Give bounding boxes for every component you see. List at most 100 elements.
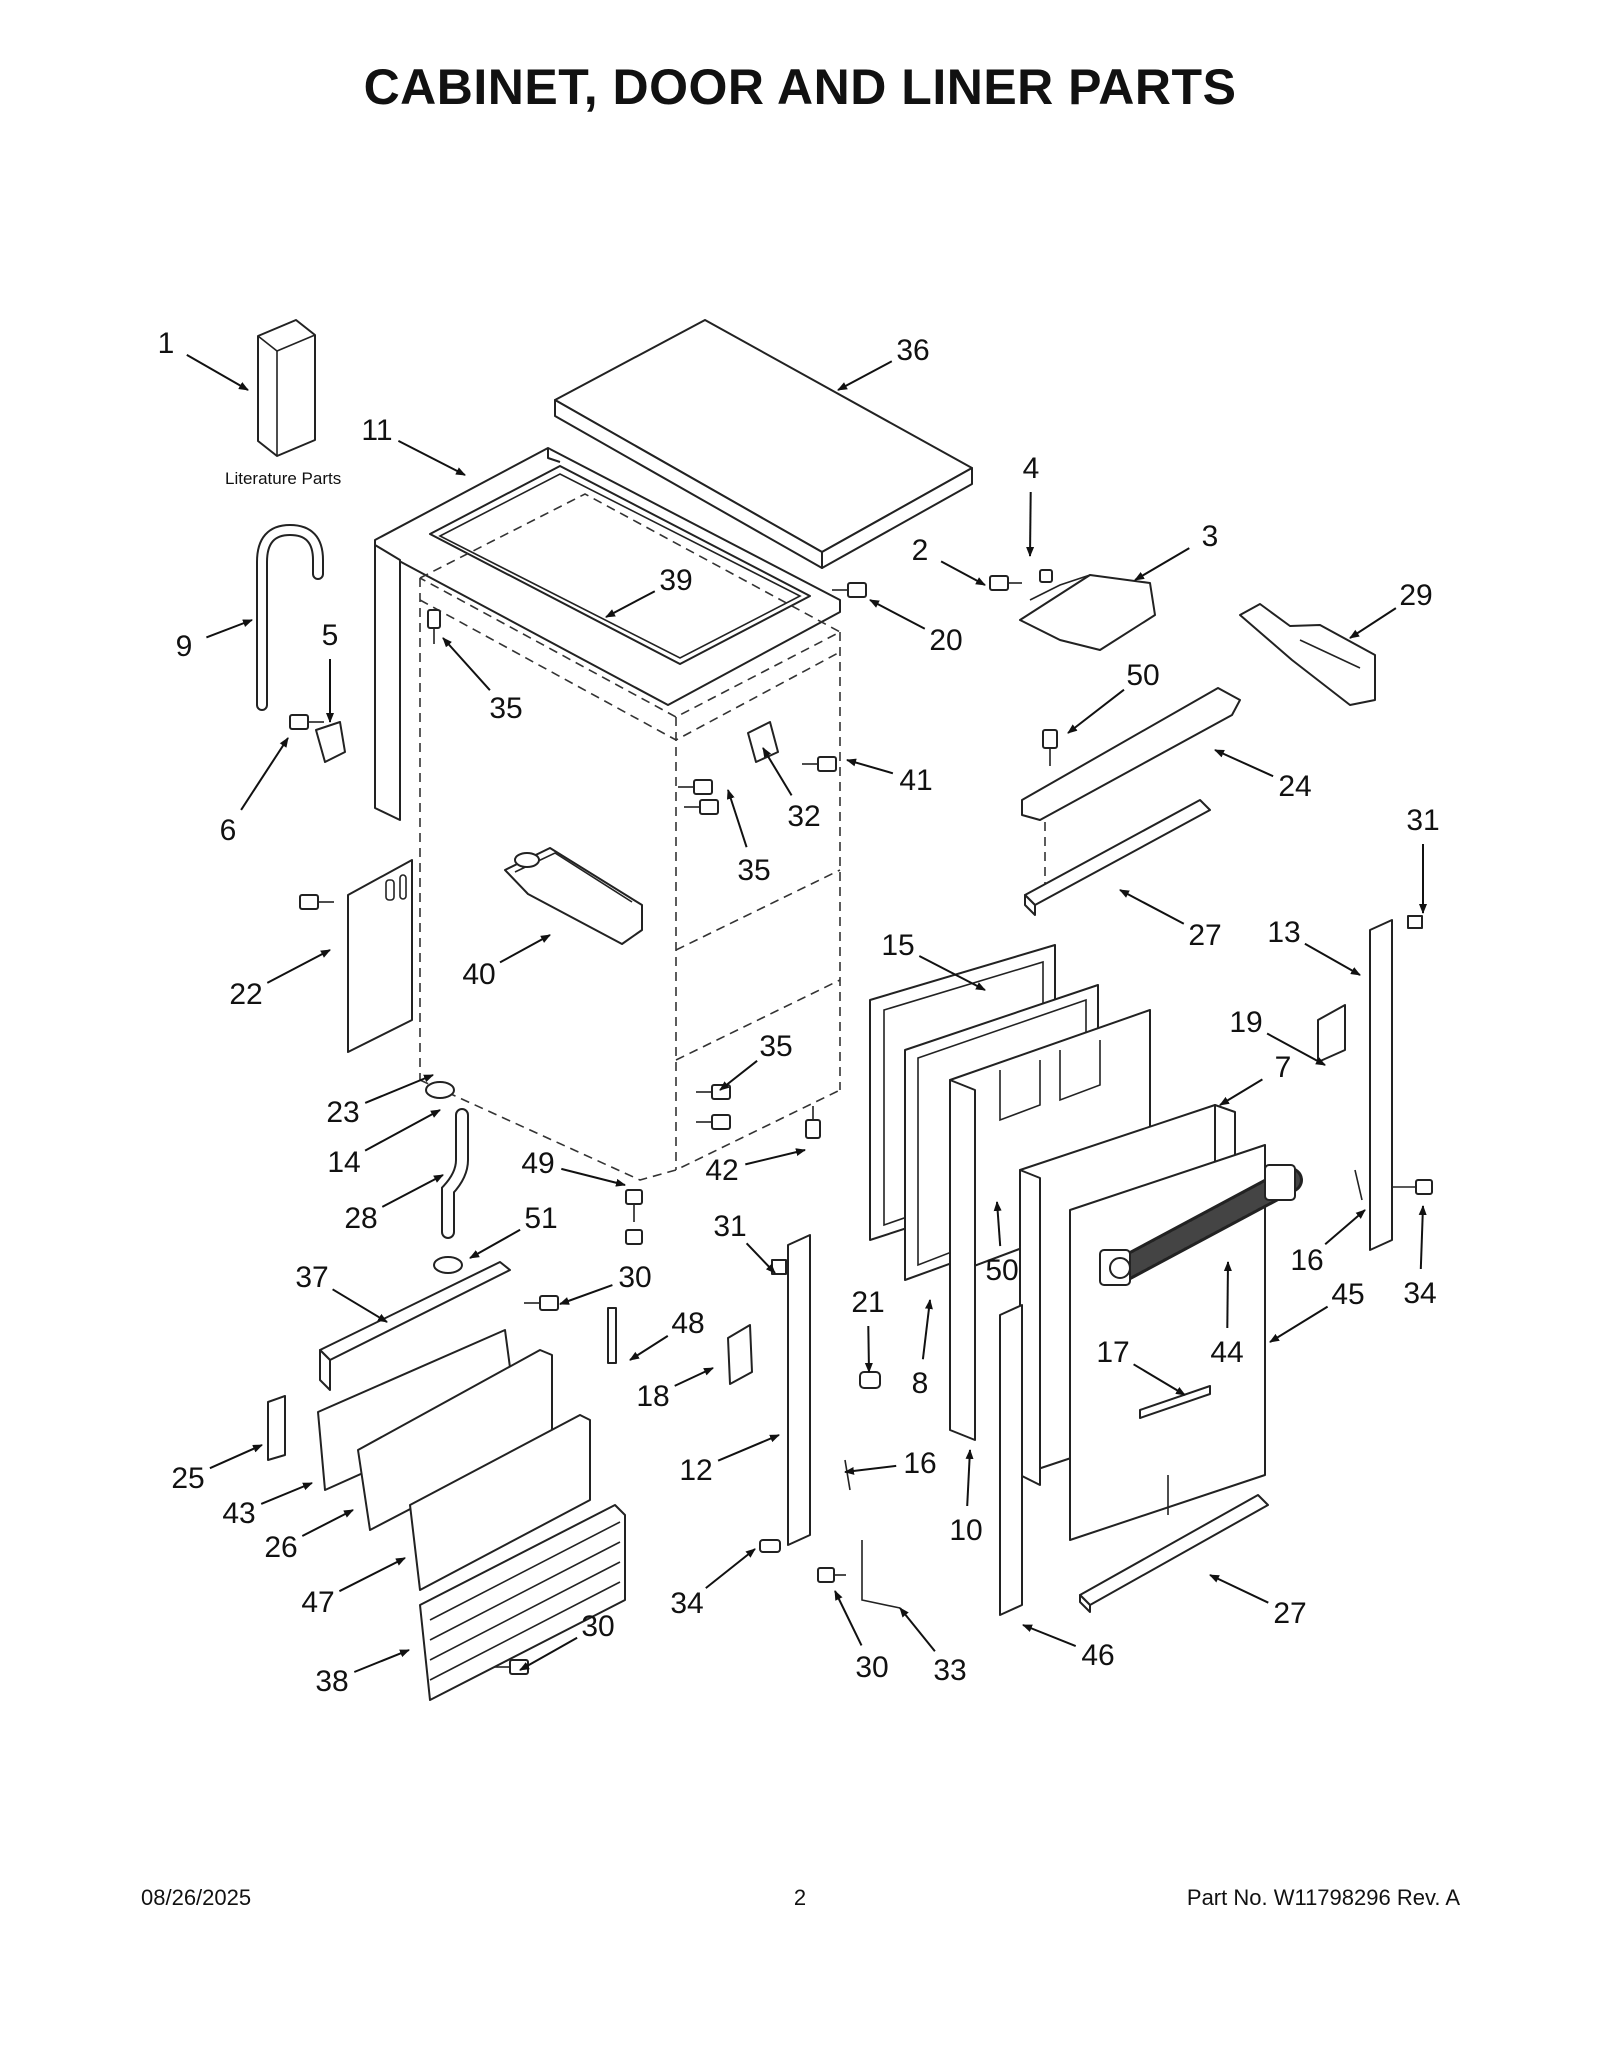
bottom-bracket-33 [861, 1540, 901, 1609]
clip-25 [267, 1395, 286, 1461]
callout-number: 30 [581, 1610, 614, 1643]
ice-scoop [1239, 603, 1376, 706]
callout-leader-arrow [993, 1201, 1002, 1247]
hose-clamp-upper [425, 1081, 455, 1099]
pin-34 [759, 1539, 781, 1553]
callout-leader-arrow [1026, 491, 1035, 557]
callout-leader-arrow [561, 1167, 626, 1187]
callout-number: 14 [327, 1146, 360, 1179]
callout-number: 46 [1081, 1639, 1114, 1672]
callout-number: 31 [1406, 804, 1439, 837]
footer-page-number: 2 [793, 1885, 807, 1910]
callout-leader-arrow [629, 1335, 669, 1361]
callout-number: 1 [158, 327, 175, 360]
callout-number: 34 [670, 1587, 703, 1620]
hose-clamp-lower [433, 1256, 463, 1274]
callout-leader-arrow [1269, 1305, 1329, 1343]
cabinet-top-panel [554, 319, 973, 569]
callout-number: 22 [229, 978, 262, 1011]
callout-leader-arrow [397, 440, 466, 476]
drain-hose [441, 1108, 469, 1239]
callout-leader-arrow [674, 1367, 714, 1387]
callout-number: 51 [524, 1202, 557, 1235]
callout-leader-arrow [209, 1444, 263, 1470]
callout-leader-arrow [726, 789, 748, 848]
callout-leader-arrow [442, 637, 491, 691]
callout-leader-arrow [364, 1074, 434, 1104]
callout-leader-arrow [260, 1482, 313, 1505]
callout-leader-arrow [1223, 1261, 1232, 1329]
door-side-strip [999, 1304, 1023, 1616]
callout-leader-arrow [899, 1607, 936, 1652]
callout-number: 39 [659, 564, 692, 597]
callout-number: 40 [462, 958, 495, 991]
cabinet-liner-box [419, 493, 842, 1181]
front-base-bracket [319, 1261, 511, 1391]
callout-leader-arrow [1304, 942, 1361, 976]
callout-leader-arrow [834, 1590, 863, 1646]
callout-number: 5 [322, 619, 339, 652]
callout-leader-arrow [499, 934, 551, 964]
callout-number: 27 [1188, 919, 1221, 952]
door-handle [1099, 1164, 1303, 1286]
callout-number: 20 [929, 624, 962, 657]
callout-number: 16 [1290, 1244, 1323, 1277]
callout-number: 6 [220, 814, 237, 847]
callout-number: 49 [521, 1147, 554, 1180]
callout-number: 9 [176, 630, 193, 663]
callout-leader-arrow [869, 599, 926, 630]
right-bracket [1317, 1004, 1346, 1063]
spring [859, 1371, 881, 1389]
callout-leader-arrow [364, 1109, 441, 1152]
callout-leader-arrow [186, 354, 249, 391]
callout-leader-arrow [921, 1299, 933, 1360]
callout-number: 47 [301, 1586, 334, 1619]
callout-number: 12 [679, 1454, 712, 1487]
callout-number: 29 [1399, 579, 1432, 612]
hinge-bracket-top [747, 721, 779, 763]
callout-number: 42 [705, 1154, 738, 1187]
callout-number: 44 [1210, 1336, 1243, 1369]
callout-number: 31 [713, 1210, 746, 1243]
callout-leader-arrow [1219, 1078, 1263, 1106]
footer-date: 08/26/2025 [141, 1885, 252, 1910]
callout-number: 43 [222, 1497, 255, 1530]
nameplate-badge [1139, 1385, 1211, 1419]
callout-leader-arrow [844, 1464, 897, 1475]
callout-leader-arrow [918, 955, 986, 991]
ice-chute [1019, 574, 1156, 651]
callout-leader-arrow [1349, 607, 1397, 639]
hinge-bar-top [1024, 799, 1211, 916]
callout-number: 10 [949, 1514, 982, 1547]
callout-number: 3 [1202, 520, 1219, 553]
callout-leader-arrow [762, 747, 793, 796]
callout-number: 13 [1267, 916, 1300, 949]
callout-number: 45 [1331, 1278, 1364, 1311]
callout-leader-arrow [1133, 1363, 1186, 1396]
callout-leader-arrow [846, 758, 894, 775]
callout-leader-arrow [1266, 1032, 1326, 1066]
callout-number: 25 [171, 1462, 204, 1495]
callout-leader-arrow [719, 1060, 758, 1091]
callout-number: 37 [295, 1261, 328, 1294]
ice-bucket [504, 847, 643, 945]
callout-number: 35 [489, 692, 522, 725]
callout-leader-arrow [745, 1148, 806, 1166]
callout-leader-arrow [266, 949, 331, 984]
callout-number: 8 [912, 1367, 929, 1400]
callout-leader-arrow [1324, 1209, 1366, 1246]
callout-leader-arrow [965, 1449, 974, 1507]
callout-leader-arrow [717, 1434, 780, 1462]
callout-leader-arrow [1134, 547, 1190, 581]
callout-number: 15 [881, 929, 914, 962]
callout-leader-arrow [469, 1228, 521, 1259]
cabinet-frame [374, 447, 841, 821]
callout-leader-arrow [353, 1649, 410, 1673]
callout-number: 41 [899, 764, 932, 797]
callout-number: 50 [985, 1254, 1018, 1287]
callout-leader-arrow [745, 1242, 776, 1274]
callout-number: 32 [787, 800, 820, 833]
callout-number: 30 [618, 1261, 651, 1294]
callout-leader-arrow [338, 1557, 406, 1593]
